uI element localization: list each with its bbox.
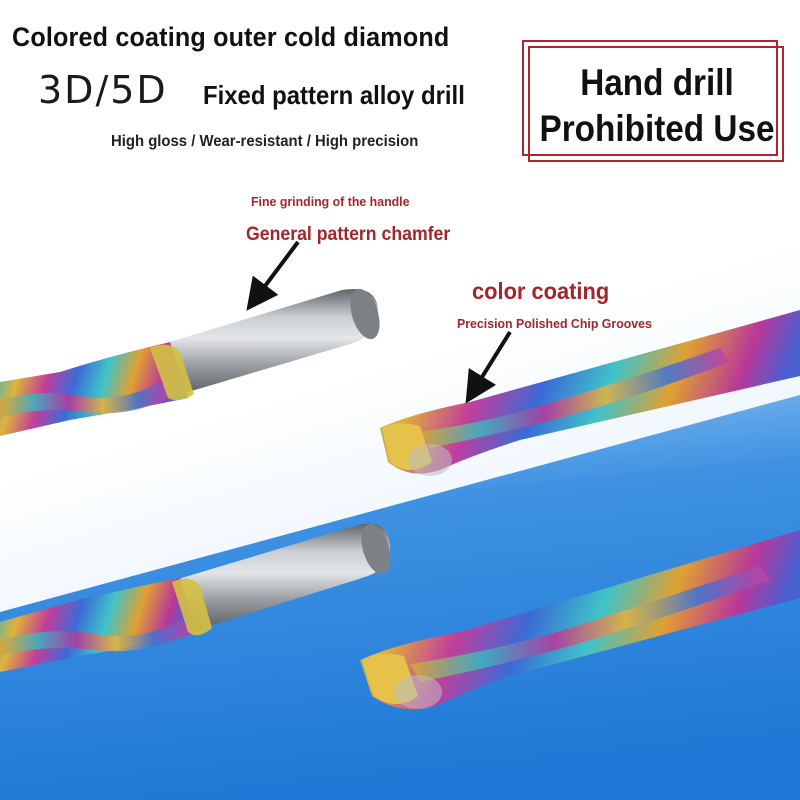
arrow-icon: [246, 240, 300, 311]
background-blue-panel: [0, 395, 800, 800]
warning-line-2: Prohibited Use: [539, 108, 775, 149]
warning-frame: [528, 46, 784, 162]
drill-bit-icon: [0, 523, 391, 672]
callout-handle-grinding: Fine grinding of the handle: [251, 194, 410, 209]
feature-list: High gloss / Wear-resistant / High preci…: [111, 133, 419, 150]
warning-box: Hand drill Prohibited Use: [522, 40, 784, 162]
warning-frame: [522, 40, 778, 156]
callout-chip-grooves: Precision Polished Chip Grooves: [457, 316, 652, 331]
drill-bit-icon: [0, 288, 380, 436]
callout-color-coating: color coating: [472, 278, 610, 304]
headline: Colored coating outer cold diamond: [12, 22, 450, 52]
size-code: 3D/5D: [38, 68, 168, 112]
subhead: Fixed pattern alloy drill: [203, 80, 465, 110]
callout-chamfer: General pattern chamfer: [246, 224, 451, 245]
arrow-icon: [465, 330, 512, 404]
warning-line-1: Hand drill: [580, 62, 734, 103]
drill-bit-icon: [360, 530, 800, 710]
drill-bit-icon: [380, 310, 800, 476]
